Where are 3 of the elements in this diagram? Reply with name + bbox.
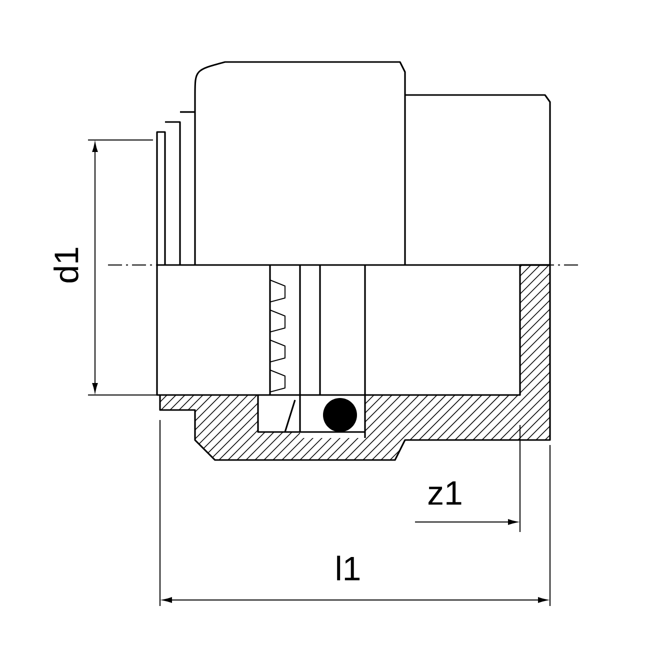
dimension-label: l1: [337, 556, 360, 580]
dimension-label: d1: [54, 248, 78, 282]
dimension-label: z1: [428, 481, 462, 505]
